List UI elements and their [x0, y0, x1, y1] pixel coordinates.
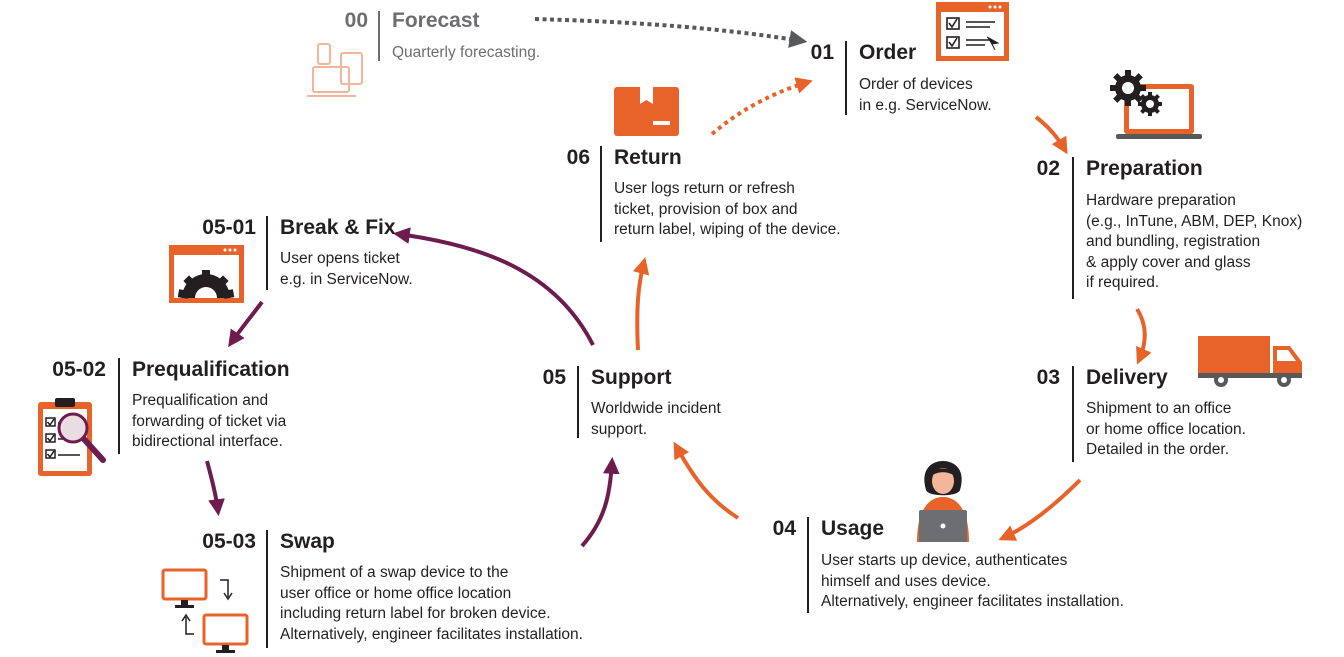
- step-title: Prequalification: [132, 358, 290, 381]
- step-number: 02: [1036, 157, 1060, 180]
- step-divider: [1072, 157, 1074, 299]
- step-title: Support: [591, 366, 672, 389]
- step-number: 06: [566, 146, 590, 169]
- box-icon: [614, 87, 679, 136]
- step-number: 05-02: [52, 358, 106, 381]
- step-title: Swap: [280, 530, 335, 553]
- step-description: Order of devices in e.g. ServiceNow.: [859, 76, 992, 114]
- arrow-return-to-order: [710, 77, 813, 136]
- truck-icon: [1198, 336, 1302, 387]
- step-divider: [600, 146, 602, 242]
- step-description: User opens ticket e.g. in ServiceNow.: [280, 250, 413, 288]
- step-divider: [807, 517, 809, 613]
- step-description: Shipment of a swap device to the user of…: [280, 564, 583, 643]
- step-description: User logs return or refresh ticket, prov…: [614, 180, 841, 239]
- step-description: Prequalification and forwarding of ticke…: [132, 392, 287, 451]
- step-description: User starts up device, authenticates him…: [821, 552, 1124, 611]
- step-title: Preparation: [1086, 157, 1203, 180]
- step-description: Quarterly forecasting.: [392, 44, 541, 61]
- arrow-prequalification-to-swap: [205, 460, 225, 517]
- person-laptop-icon: [917, 461, 969, 542]
- step-divider: [266, 530, 268, 648]
- step-number: 05-03: [202, 530, 256, 553]
- step-title: Return: [614, 146, 682, 169]
- step-title: Forecast: [392, 9, 480, 32]
- step-number: 04: [772, 517, 796, 540]
- step-description: Shipment to an office or home office loc…: [1086, 400, 1246, 459]
- step-description: Hardware preparation (e.g., InTune, ABM,…: [1086, 192, 1303, 292]
- step-number: 01: [810, 41, 834, 64]
- arrow-delivery-to-usage: [998, 478, 1082, 541]
- arrow-order-to-preparation: [1034, 115, 1068, 155]
- step-title: Order: [859, 41, 917, 64]
- step-divider: [845, 41, 847, 115]
- devices-icon: [307, 43, 363, 97]
- step-title: Delivery: [1086, 366, 1168, 389]
- laptop-gears-icon: [1110, 70, 1202, 139]
- monitor-swap-icon: [161, 568, 249, 653]
- arrow-support-to-break-fix: [393, 227, 595, 346]
- checklist-window-icon: [936, 2, 1009, 61]
- step-title: Break & Fix: [280, 216, 396, 239]
- browser-gear-icon: [169, 245, 244, 303]
- step-divider: [378, 11, 380, 61]
- arrow-preparation-to-delivery: [1135, 307, 1152, 365]
- arrow-swap-to-support: [580, 456, 620, 548]
- step-number: 05: [542, 366, 566, 389]
- arrow-usage-to-support: [673, 441, 740, 520]
- step-title: Usage: [821, 517, 885, 540]
- step-number: 05-01: [202, 216, 256, 239]
- arrow-forecast-to-order: [534, 17, 808, 48]
- step-number: 00: [344, 9, 368, 32]
- step-divider: [266, 216, 268, 290]
- step-description: Worldwide incident support.: [591, 400, 721, 438]
- clipboard-magnifier-icon: [38, 398, 106, 476]
- step-number: 03: [1036, 366, 1060, 389]
- arrow-support-to-return: [632, 257, 650, 351]
- arrow-break-fix-to-prequalification: [228, 300, 264, 348]
- step-divider: [118, 358, 120, 454]
- step-divider: [1072, 366, 1074, 462]
- step-divider: [577, 366, 579, 438]
